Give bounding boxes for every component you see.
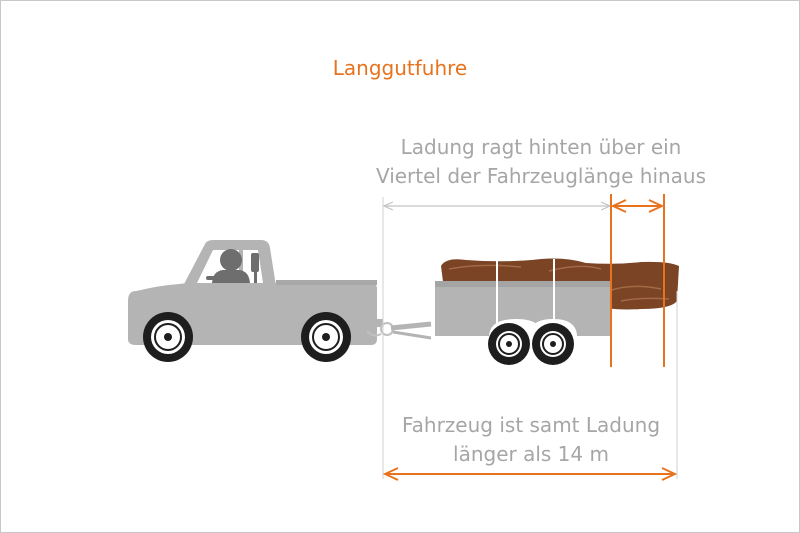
- length-label: Fahrzeug ist samt Ladung länger als 14 m: [381, 411, 681, 469]
- trailer-wheel-1: [488, 323, 530, 365]
- overhang-dimension: [610, 194, 665, 367]
- extension-lines: [382, 197, 678, 479]
- diagram-title: Langgutfuhre: [332, 56, 468, 80]
- overhang-label-line-1: Ladung ragt hinten über ein: [400, 135, 682, 159]
- overhang-label: Ladung ragt hinten über ein Viertel der …: [331, 133, 751, 191]
- length-label-line-1: Fahrzeug ist samt Ladung: [401, 413, 661, 437]
- overhang-label-line-2: Viertel der Fahrzeuglänge hinaus: [375, 164, 707, 188]
- trailer-drawbar: [366, 321, 432, 340]
- trailer: [435, 258, 679, 365]
- driver-figure: [206, 249, 259, 283]
- truck-front-wheel: [143, 312, 193, 362]
- trailer-wheel-2: [532, 323, 574, 365]
- pickup-truck: [128, 240, 383, 362]
- length-label-line-2: länger als 14 m: [453, 442, 609, 466]
- truck-rear-wheel: [301, 312, 351, 362]
